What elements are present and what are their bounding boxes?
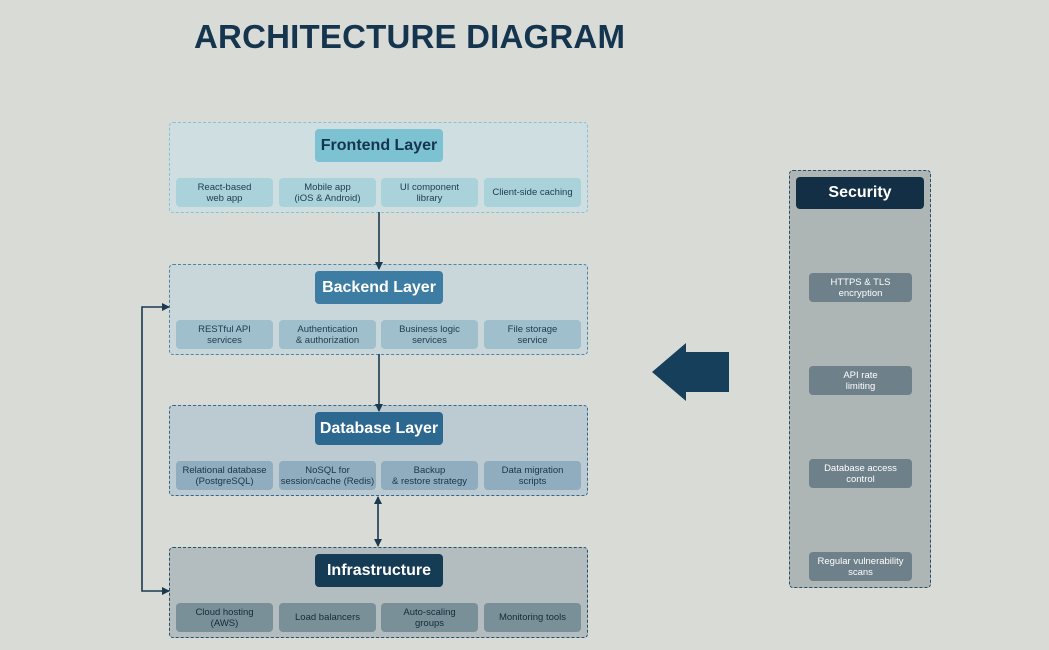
frontend-component[interactable]: React-based web app — [176, 178, 273, 207]
database-layer: Database Layer Relational database (Post… — [169, 405, 588, 496]
security-item[interactable]: HTTPS & TLS encryption — [809, 273, 912, 302]
security-arrow — [652, 343, 729, 401]
security-item[interactable]: Regular vulnerability scans — [809, 552, 912, 581]
frontend-component[interactable]: Client-side caching — [484, 178, 581, 207]
frontend-layer-header[interactable]: Frontend Layer — [315, 129, 443, 162]
backend-component[interactable]: Authentication & authorization — [279, 320, 376, 349]
database-component[interactable]: Backup & restore strategy — [381, 461, 478, 490]
backend-component[interactable]: File storage service — [484, 320, 581, 349]
diagram-title: ARCHITECTURE DIAGRAM — [194, 18, 626, 55]
infrastructure-backend-loop-arrow — [141, 303, 170, 595]
backend-component[interactable]: RESTful API services — [176, 320, 273, 349]
infrastructure-component[interactable]: Monitoring tools — [484, 603, 581, 632]
database-layer-header[interactable]: Database Layer — [315, 412, 443, 445]
backend-component[interactable]: Business logic services — [381, 320, 478, 349]
frontend-layer: Frontend Layer React-based web app Mobil… — [169, 122, 588, 213]
backend-layer: Backend Layer RESTful API services Authe… — [169, 264, 588, 355]
infrastructure-layer: Infrastructure Cloud hosting (AWS) Load … — [169, 547, 588, 638]
frontend-component[interactable]: Mobile app (iOS & Android) — [279, 178, 376, 207]
security-item[interactable]: Database access control — [809, 459, 912, 488]
infrastructure-component[interactable]: Auto-scaling groups — [381, 603, 478, 632]
database-component[interactable]: NoSQL for session/cache (Redis) — [279, 461, 376, 490]
security-header[interactable]: Security — [796, 177, 924, 209]
backend-layer-header[interactable]: Backend Layer — [315, 271, 443, 304]
infrastructure-component[interactable]: Cloud hosting (AWS) — [176, 603, 273, 632]
database-component[interactable]: Relational database (PostgreSQL) — [176, 461, 273, 490]
frontend-component[interactable]: UI component library — [381, 178, 478, 207]
security-panel: Security HTTPS & TLS encryption API rate… — [789, 170, 931, 588]
infrastructure-component[interactable]: Load balancers — [279, 603, 376, 632]
infrastructure-layer-header[interactable]: Infrastructure — [315, 554, 443, 587]
database-component[interactable]: Data migration scripts — [484, 461, 581, 490]
security-item[interactable]: API rate limiting — [809, 366, 912, 395]
